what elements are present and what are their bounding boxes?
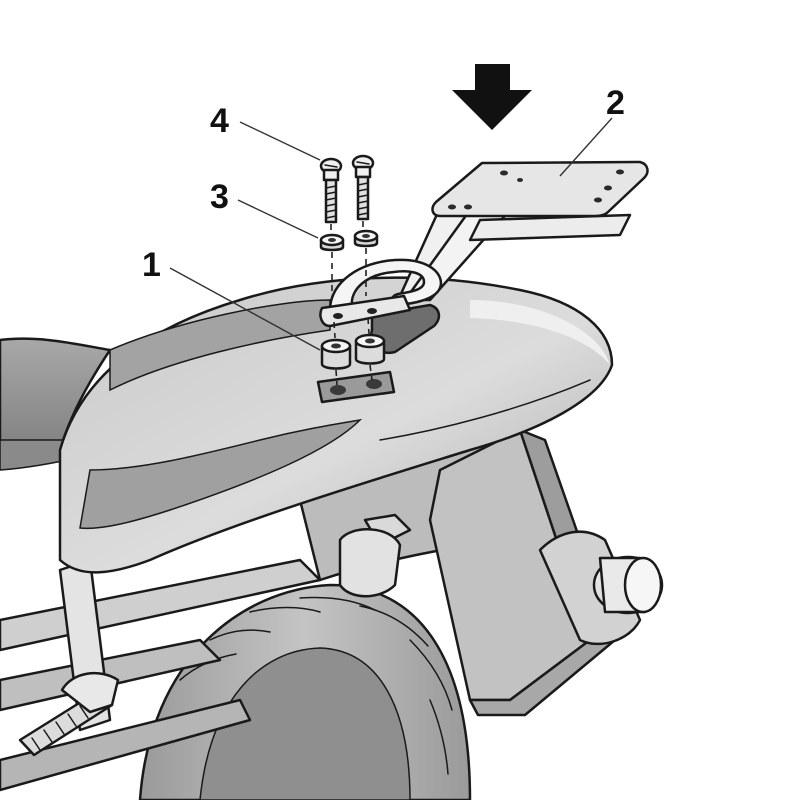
callout-4: 4 xyxy=(210,102,229,140)
bolt-right xyxy=(351,154,375,221)
washer-left xyxy=(319,233,345,252)
leader-3 xyxy=(237,199,319,239)
leader-2 xyxy=(559,117,613,177)
spacer-left xyxy=(320,338,352,370)
callout-1: 1 xyxy=(142,246,161,284)
exhaust-muffler xyxy=(538,530,664,646)
washer-right xyxy=(353,229,379,248)
assembly-guide-lines xyxy=(330,221,373,386)
mounting-plate-assembly xyxy=(319,160,649,328)
tail-fairing xyxy=(58,276,614,574)
exhaust-tip xyxy=(592,555,664,615)
callout-3: 3 xyxy=(210,178,229,216)
fairing-mount-pad xyxy=(316,370,396,404)
subframe xyxy=(0,558,322,792)
callout-leaders xyxy=(169,117,613,351)
top-plate-holes xyxy=(448,169,624,210)
leader-4 xyxy=(239,121,321,161)
turn-signal xyxy=(338,513,412,598)
bolt-left xyxy=(319,157,343,224)
rear-tire xyxy=(138,583,472,800)
spacer-right xyxy=(354,333,386,365)
passenger-footpeg xyxy=(18,672,120,757)
down-arrow-icon xyxy=(452,64,532,130)
leader-1 xyxy=(169,267,321,351)
top-plate xyxy=(431,160,649,218)
callout-2: 2 xyxy=(606,84,625,122)
